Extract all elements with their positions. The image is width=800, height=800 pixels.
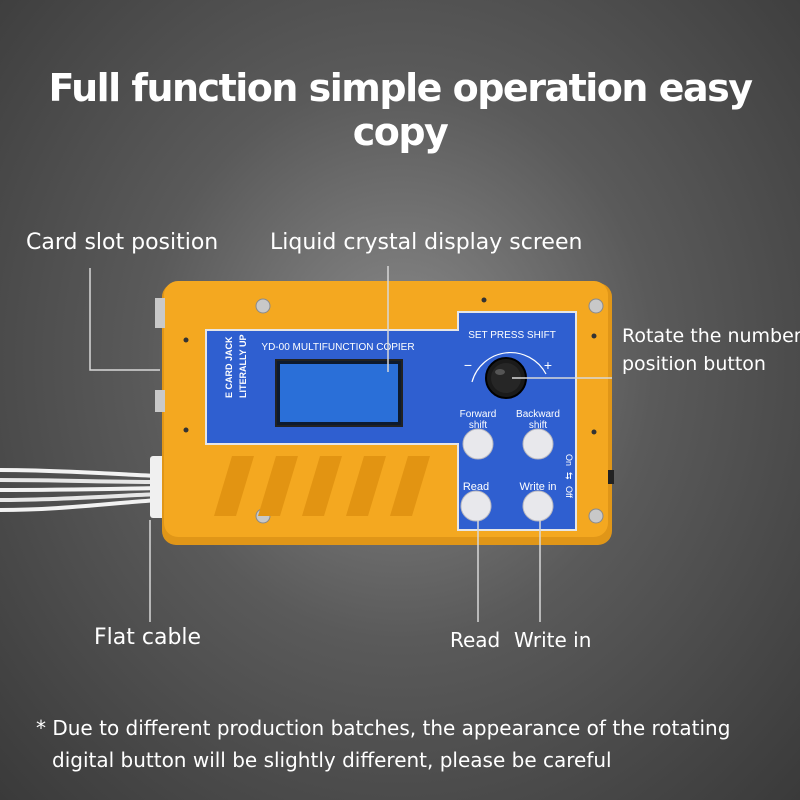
footnote-line2: digital button will be slightly differen… bbox=[52, 748, 612, 772]
write-in-callout: Write in bbox=[514, 628, 592, 652]
footnote-line1: * Due to different production batches, t… bbox=[36, 716, 731, 740]
side-label-2: LITERALLY UP bbox=[238, 334, 248, 398]
forward-shift-button[interactable] bbox=[462, 428, 494, 460]
leader-lines bbox=[89, 266, 612, 622]
rotate-callout: Rotate the number position button bbox=[622, 322, 800, 378]
power-switch[interactable] bbox=[608, 470, 614, 484]
lcd-callout: Liquid crystal display screen bbox=[270, 230, 583, 255]
card-slot-callout: Card slot position bbox=[26, 230, 219, 255]
footnote: * Due to different production batches, t… bbox=[36, 712, 776, 776]
flat-cable-callout: Flat cable bbox=[94, 625, 202, 650]
rotation-arc-icon bbox=[471, 352, 547, 383]
knob-title: SET PRESS SHIFT bbox=[468, 330, 556, 341]
card-slot bbox=[155, 298, 165, 328]
side-label-1: E CARD JACK bbox=[224, 336, 234, 398]
minus-sign: − bbox=[464, 357, 472, 373]
backward-shift-button[interactable] bbox=[522, 428, 554, 460]
read-button[interactable] bbox=[460, 490, 492, 522]
headline: Full function simple operation easy copy bbox=[48, 66, 753, 154]
svg-text:shift: shift bbox=[529, 420, 548, 431]
svg-text:Write in: Write in bbox=[519, 481, 556, 493]
vent-slots bbox=[214, 456, 430, 516]
read-callout: Read bbox=[450, 628, 501, 652]
model-label: YD-00 MULTIFUNCTION COPIER bbox=[261, 342, 414, 353]
svg-text:Forward: Forward bbox=[460, 409, 497, 420]
svg-text:⇆: ⇆ bbox=[564, 472, 574, 480]
plus-sign: + bbox=[544, 357, 552, 373]
flat-cable bbox=[0, 456, 168, 518]
write-in-button[interactable] bbox=[522, 490, 554, 522]
svg-text:shift: shift bbox=[469, 420, 488, 431]
svg-text:Backward: Backward bbox=[516, 409, 560, 420]
switch-on-label: On bbox=[564, 454, 574, 466]
svg-text:Read: Read bbox=[463, 481, 489, 493]
rotate-callout-line2: position button bbox=[622, 353, 766, 375]
switch-off-label: Off bbox=[564, 486, 574, 498]
rotate-callout-line1: Rotate the number bbox=[622, 325, 800, 347]
